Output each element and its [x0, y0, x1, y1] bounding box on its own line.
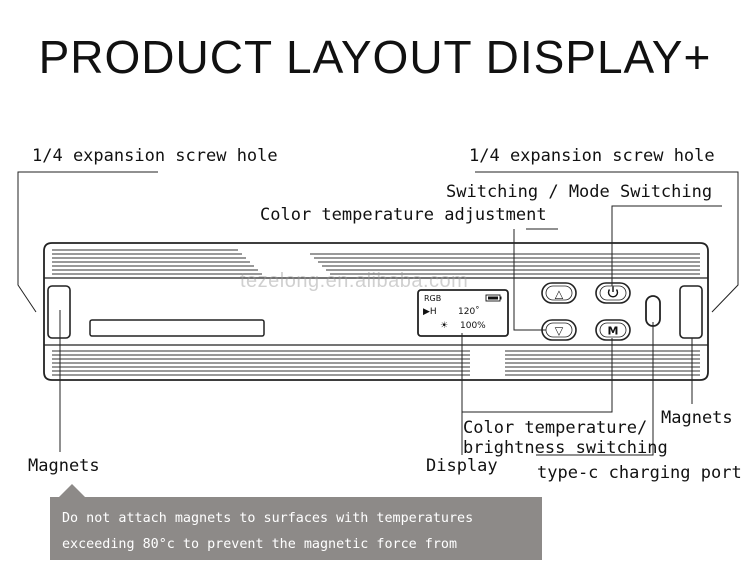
notice-pointer	[58, 484, 86, 498]
screen-brightness-value: 100%	[460, 321, 486, 331]
screen-brightness-icon: ☀	[440, 321, 448, 331]
right-magnet	[679, 285, 703, 339]
label-typec-port: type-c charging port	[537, 463, 742, 483]
label-switching: Switching / Mode Switching	[446, 182, 713, 202]
label-magnets-left: Magnets	[28, 456, 100, 476]
label-screw-hole-left: 1/4 expansion screw hole	[32, 146, 278, 166]
down-arrow-icon: ▽	[555, 325, 564, 338]
top-vents	[52, 249, 700, 275]
page-title: PRODUCT LAYOUT DISPLAY+	[38, 31, 712, 83]
power-icon	[607, 286, 619, 298]
device-diagram: RGB ▶H 120˚ ☀ 100% △ ▽ M	[17, 171, 739, 456]
magnet-warning-notice: Do not attach magnets to surfaces with t…	[50, 497, 542, 578]
m-letter-icon: M	[608, 325, 619, 338]
bottom-vents	[52, 350, 700, 376]
label-display: Display	[426, 456, 498, 476]
display-screen	[417, 289, 509, 337]
screen-mode: RGB	[424, 294, 441, 303]
label-screw-hole-right: 1/4 expansion screw hole	[469, 146, 715, 166]
label-color-temp-brightness-line1: Color temperature/	[463, 418, 648, 438]
device-body	[43, 242, 709, 381]
watermark-text: tezelong.en.alibaba.com	[240, 270, 469, 292]
left-magnet	[47, 285, 71, 339]
m-button[interactable]: M	[595, 319, 631, 341]
typec-port[interactable]	[645, 295, 661, 327]
front-slot	[89, 319, 265, 337]
up-button[interactable]: △	[541, 282, 577, 304]
down-button[interactable]: ▽	[541, 319, 577, 341]
screen-hue-indicator: ▶H	[423, 307, 437, 317]
up-arrow-icon: △	[555, 288, 564, 301]
label-color-temp-brightness-line2: brightness switching	[463, 438, 668, 458]
leader-lines	[17, 171, 739, 456]
power-button[interactable]	[595, 282, 631, 304]
battery-icon	[485, 294, 502, 302]
label-magnets-right: Magnets	[661, 408, 733, 428]
label-color-temp-adjustment: Color temperature adjustment	[260, 205, 547, 225]
screen-hue-value: 120˚	[458, 306, 480, 317]
